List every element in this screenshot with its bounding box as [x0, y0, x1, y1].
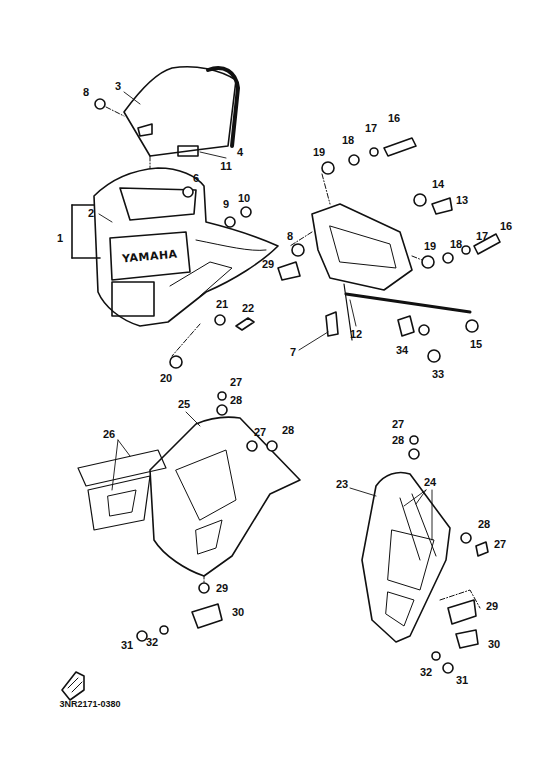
- callout-number: 28: [282, 425, 294, 436]
- decal: [88, 476, 150, 530]
- cowling-stay: [312, 204, 412, 290]
- windscreen: [124, 67, 236, 156]
- callout-number: 32: [420, 667, 432, 678]
- callout-number: 30: [488, 639, 500, 650]
- callout-number: 29: [216, 583, 228, 594]
- callout-number: 9: [223, 199, 229, 210]
- callout-number: 20: [160, 373, 172, 384]
- callout-number: 27: [494, 539, 506, 550]
- callout-number: 25: [178, 399, 190, 410]
- callout-number: 19: [313, 147, 325, 158]
- callout-number: 19: [424, 241, 436, 252]
- callout-number: 2: [88, 208, 94, 219]
- side-cowling-right: [362, 473, 450, 643]
- callout-number: 14: [432, 179, 444, 190]
- callout-number: 10: [238, 193, 250, 204]
- bracket: [192, 604, 222, 628]
- callout-number: 1: [57, 233, 63, 244]
- callout-number: 17: [365, 123, 377, 134]
- cowl-panel: [110, 232, 190, 280]
- screen-trim: [208, 68, 238, 146]
- bolt: [384, 138, 416, 156]
- screw: [432, 198, 452, 214]
- callout-number: 27: [254, 427, 266, 438]
- callout-number: 30: [232, 607, 244, 618]
- screw: [236, 318, 254, 330]
- nut: [241, 207, 251, 217]
- washer: [225, 217, 235, 227]
- callout-number: 17: [476, 231, 488, 242]
- callout-number: 15: [470, 339, 482, 350]
- damper: [292, 244, 304, 256]
- callout-number: 29: [486, 601, 498, 612]
- callout-number: 13: [456, 195, 468, 206]
- callout-number: 22: [242, 303, 254, 314]
- drawing-code: 3NR2171-0380: [59, 700, 120, 709]
- decal: [78, 450, 166, 486]
- washer: [215, 315, 225, 325]
- callout-number: 6: [193, 173, 199, 184]
- callout-number: 31: [456, 675, 468, 686]
- screen-recess: [120, 188, 196, 220]
- callout-number: 28: [230, 395, 242, 406]
- callout-number: 34: [396, 345, 408, 356]
- callout-number: 3: [115, 81, 121, 92]
- windscreen-mark: [138, 124, 152, 136]
- side-cowling-left: [150, 417, 300, 576]
- callout-number: 33: [432, 369, 444, 380]
- callout-number: 28: [478, 519, 490, 530]
- front-icon: [62, 672, 84, 700]
- callout-number: 11: [220, 161, 232, 172]
- callout-number: 16: [388, 113, 400, 124]
- callout-number: 12: [350, 329, 362, 340]
- callout-number: 24: [424, 477, 436, 488]
- screw: [95, 99, 105, 109]
- callout-number: 26: [103, 429, 115, 440]
- callout-number: 28: [392, 435, 404, 446]
- upper-cowling: [94, 168, 278, 326]
- clip: [278, 262, 300, 280]
- callout-number: 7: [290, 347, 296, 358]
- callout-number: 27: [230, 377, 242, 388]
- windscreen-tab: [178, 146, 198, 156]
- callout-number: 4: [237, 147, 243, 158]
- callout-number: 18: [342, 135, 354, 146]
- callout-number: 8: [83, 87, 89, 98]
- callout-number: 8: [287, 231, 293, 242]
- callout-number: 23: [336, 479, 348, 490]
- callout-number: 21: [216, 299, 228, 310]
- callout-number: 29: [262, 259, 274, 270]
- grommet: [183, 187, 193, 197]
- callout-number: 16: [500, 221, 512, 232]
- grommet: [170, 356, 182, 368]
- callout-number: 31: [121, 640, 133, 651]
- callout-number: 27: [392, 419, 404, 430]
- callout-number: 18: [450, 239, 462, 250]
- headlight-opening: [112, 282, 154, 316]
- callout-number: 32: [146, 637, 158, 648]
